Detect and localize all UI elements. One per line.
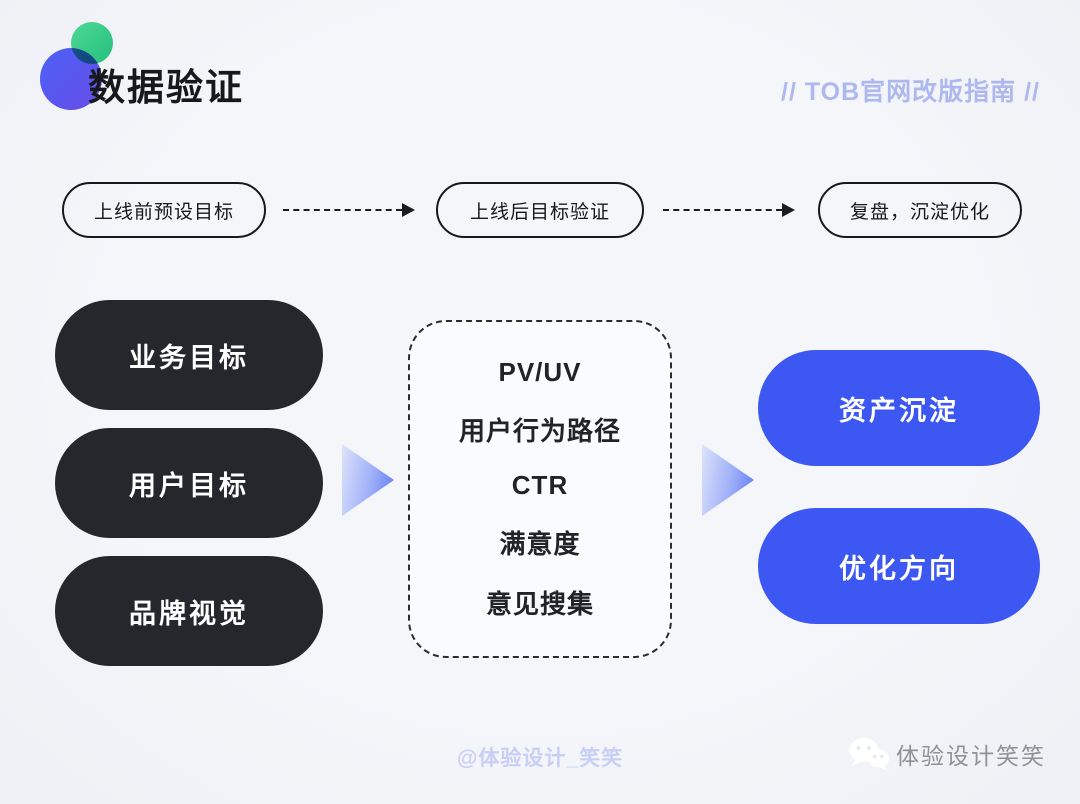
flow-step-post-launch: 上线后目标验证: [436, 182, 644, 238]
watermark-text: @体验设计_笑笑: [456, 747, 624, 770]
page-title: 数据验证: [88, 67, 244, 108]
metric-behavior-path: 用户行为路径: [458, 415, 621, 446]
dashed-line: [663, 209, 782, 211]
output-pill-asset: 资产沉淀: [758, 350, 1040, 466]
overlapping-circles-logo: [40, 22, 122, 112]
flow-step-pre-launch: 上线前预设目标: [62, 182, 266, 238]
arrowhead-icon: [402, 203, 415, 217]
brand-name: 体验设计笑笑: [896, 743, 1046, 769]
metric-feedback: 意见搜集: [485, 589, 594, 620]
dashed-arrow-icon: [283, 200, 415, 220]
input-pill-brand-visual: 品牌视觉: [55, 556, 323, 666]
input-pill-user-goal: 用户目标: [55, 428, 323, 538]
flow-step-review: 复盘，沉淀优化: [818, 182, 1022, 238]
metric-ctr: CTR: [511, 470, 569, 501]
brand-badge: 体验设计笑笑: [848, 736, 1046, 772]
metric-pv-uv: PV/UV: [498, 356, 582, 387]
logo-green-circle: [71, 22, 113, 64]
metric-satisfaction: 满意度: [499, 529, 581, 560]
output-pill-optimization: 优化方向: [758, 508, 1040, 624]
gradient-arrow-icon: [702, 444, 754, 516]
dashed-arrow-icon: [663, 200, 795, 220]
metrics-box: PV/UV 用户行为路径 CTR 满意度 意见搜集: [408, 320, 672, 658]
page-subtitle: // TOB官网改版指南 //: [781, 78, 1040, 106]
gradient-arrow-icon: [342, 444, 394, 516]
input-pill-business-goal: 业务目标: [55, 300, 323, 410]
wechat-icon: [849, 738, 889, 771]
dashed-line: [283, 209, 402, 211]
arrowhead-icon: [782, 203, 795, 217]
